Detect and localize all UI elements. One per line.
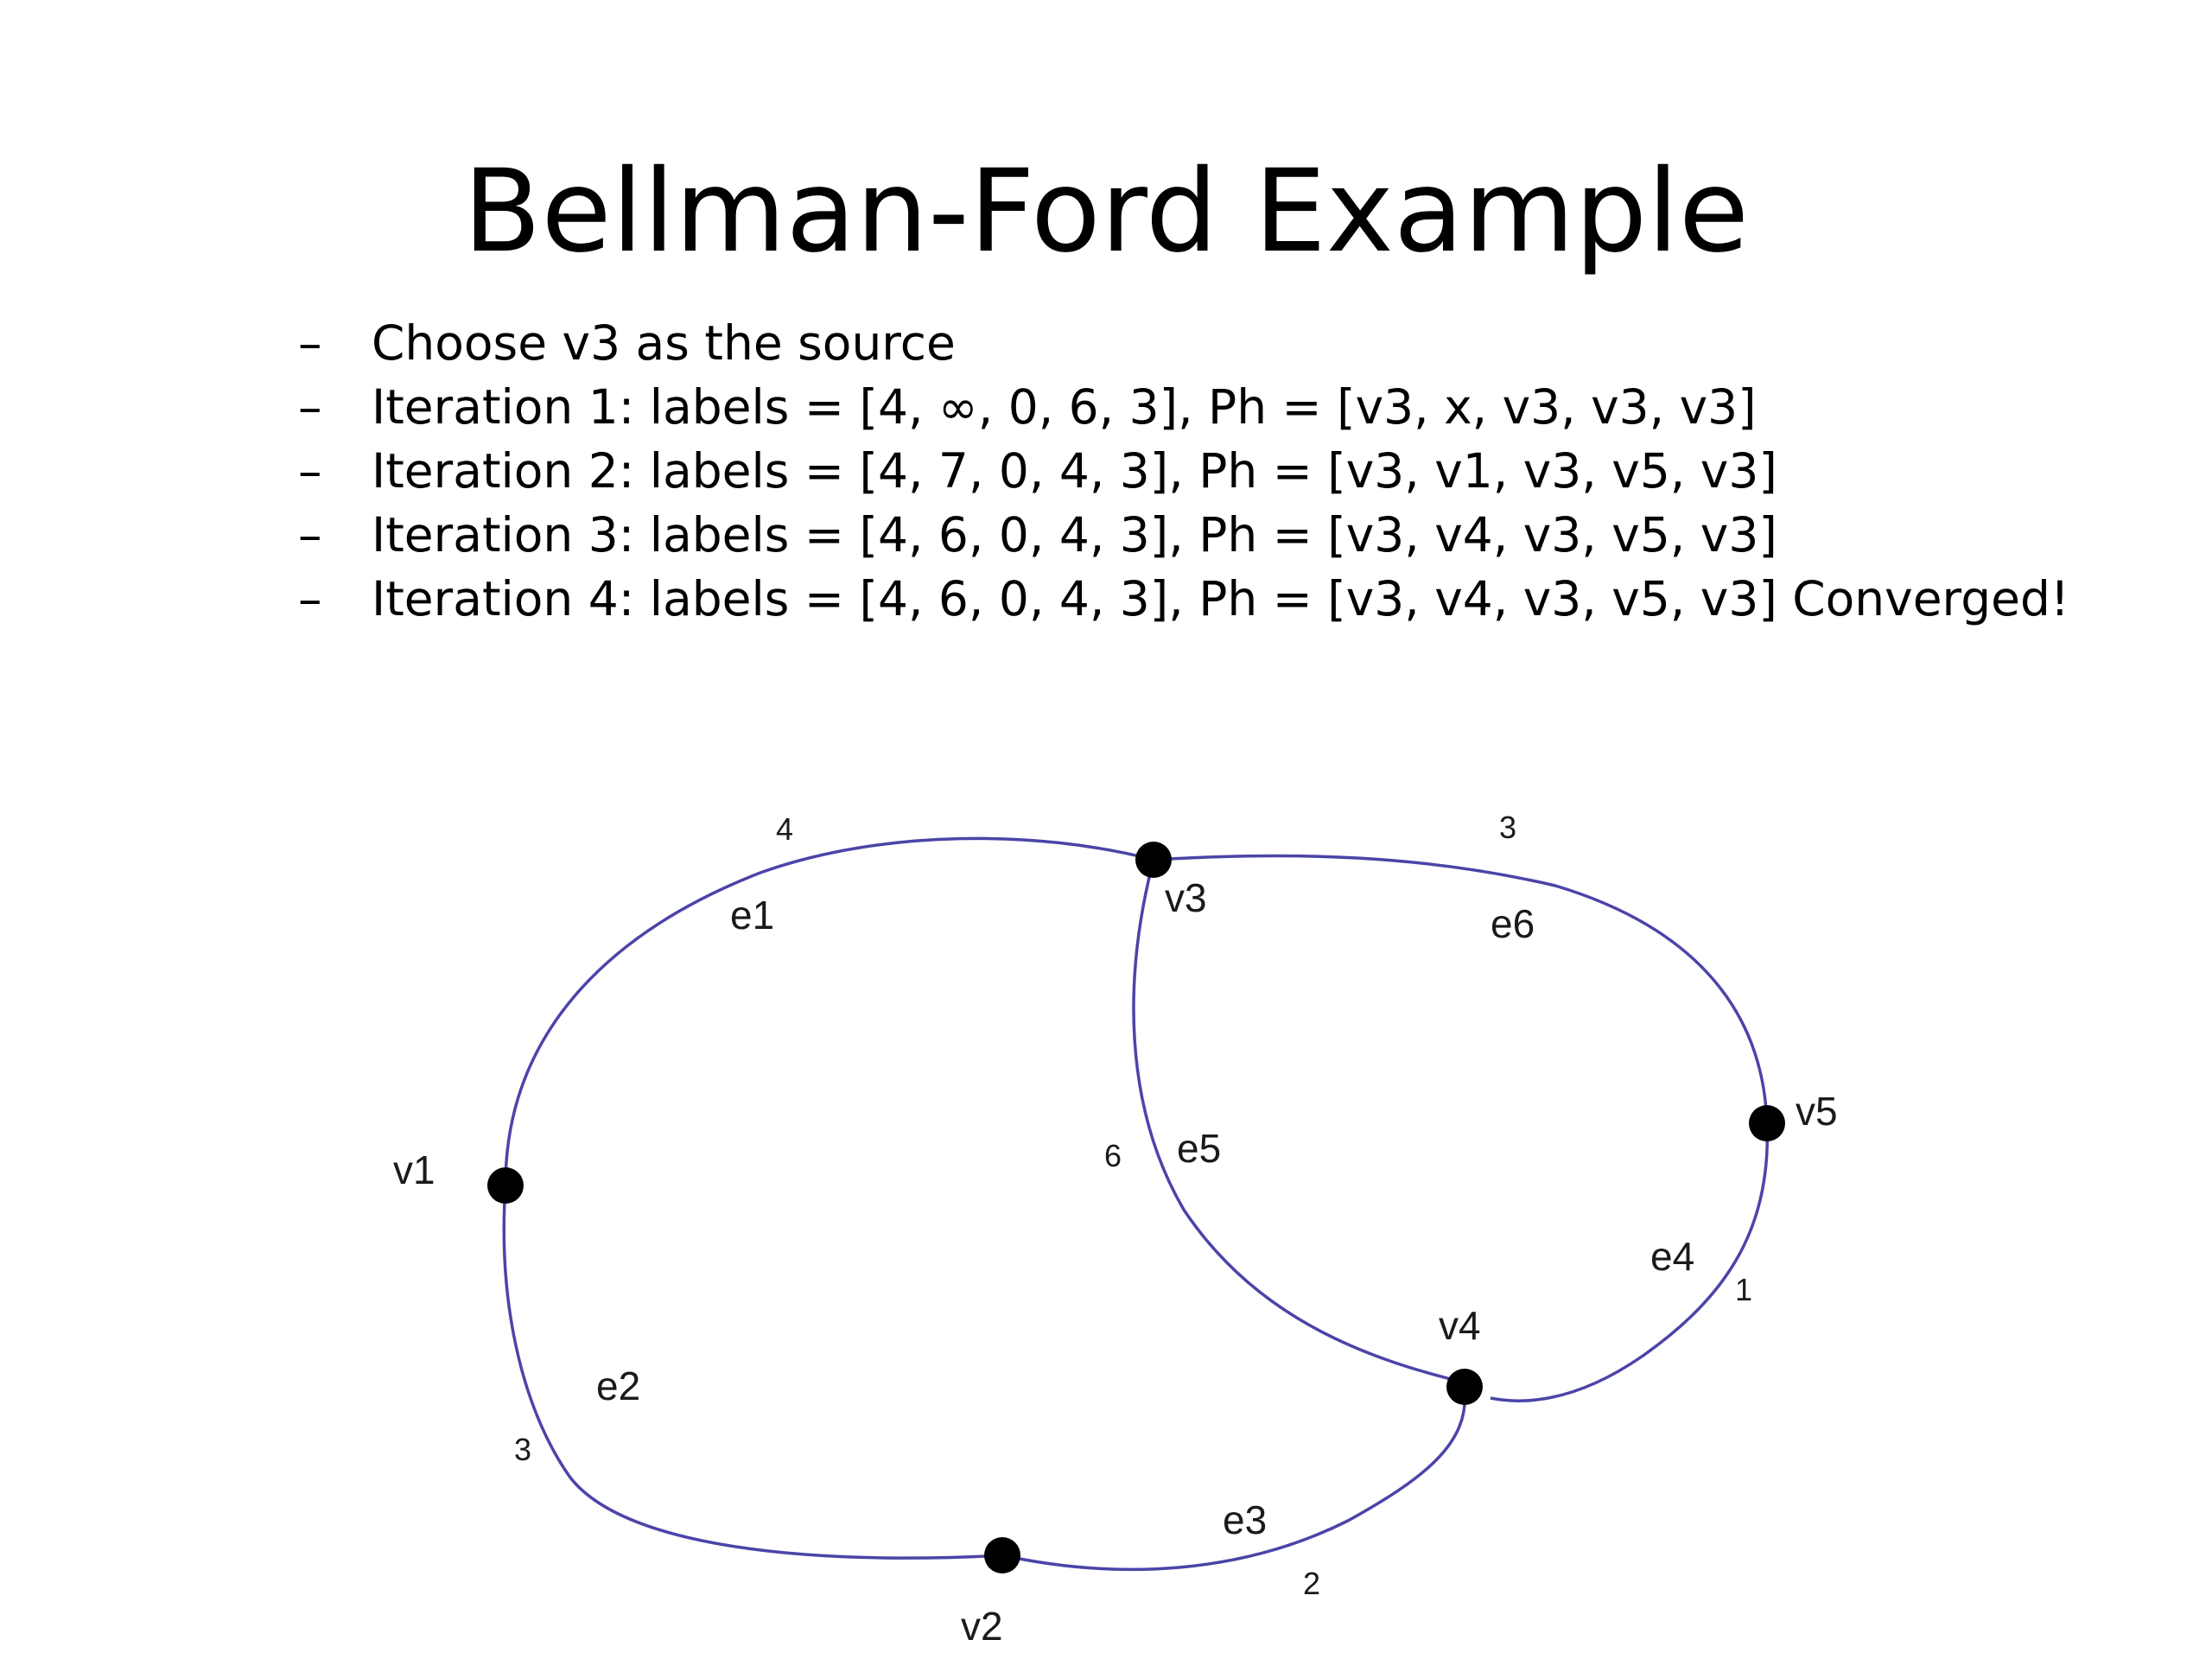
weight-label-e2: 3 — [514, 1432, 531, 1467]
edge-e6 — [1153, 854, 1769, 1124]
node-v5 — [1749, 1105, 1785, 1141]
edge-label-e5: e5 — [1177, 1126, 1221, 1171]
weight-label-e6: 3 — [1499, 810, 1516, 845]
bullet-item: –Iteration 4: labels = [4, 6, 0, 4, 3], … — [298, 567, 2069, 631]
bullet-dash: – — [298, 507, 322, 563]
bullet-item: –Iteration 2: labels = [4, 7, 0, 4, 3], … — [298, 439, 2069, 503]
edge-e1 — [504, 836, 1154, 1186]
edge-label-e1: e1 — [730, 893, 774, 938]
bullet-item: –Choose v3 as the source — [298, 311, 2069, 375]
node-v1 — [487, 1167, 524, 1204]
edge-e4 — [1490, 1122, 1770, 1402]
vertex-label-v2: v2 — [961, 1604, 1003, 1649]
bullet-text: Iteration 1: labels = [4, ∞, 0, 6, 3], P… — [372, 379, 1757, 435]
bullet-text: Iteration 2: labels = [4, 7, 0, 4, 3], P… — [372, 443, 1777, 499]
iteration-list: –Choose v3 as the source –Iteration 1: l… — [298, 311, 2069, 631]
edge-label-e4: e4 — [1650, 1234, 1694, 1279]
edge-e3 — [1001, 1390, 1467, 1572]
node-v2 — [984, 1537, 1020, 1573]
bullet-item: –Iteration 1: labels = [4, ∞, 0, 6, 3], … — [298, 375, 2069, 439]
vertex-label-v4: v4 — [1439, 1303, 1481, 1348]
edge-label-e6: e6 — [1491, 901, 1535, 946]
bullet-dash: – — [298, 379, 322, 435]
edge-label-e3: e3 — [1223, 1497, 1267, 1542]
weight-label-e5: 6 — [1104, 1138, 1122, 1173]
bullet-item: –Iteration 3: labels = [4, 6, 0, 4, 3], … — [298, 503, 2069, 567]
bullet-dash: – — [298, 315, 322, 371]
bullet-text: Choose v3 as the source — [372, 315, 956, 371]
node-v4 — [1446, 1369, 1483, 1405]
weight-label-e3: 2 — [1303, 1566, 1320, 1601]
vertex-label-v3: v3 — [1165, 875, 1207, 920]
node-v3 — [1135, 842, 1172, 878]
edge-e2 — [502, 1185, 1003, 1560]
weight-label-e4: 1 — [1735, 1272, 1752, 1307]
bullet-dash: – — [298, 443, 322, 499]
bullet-text: Iteration 3: labels = [4, 6, 0, 4, 3], P… — [372, 507, 1777, 563]
page-title: Bellman-Ford Example — [462, 145, 1750, 278]
bullet-text: Iteration 4: labels = [4, 6, 0, 4, 3], P… — [372, 571, 2069, 626]
bullet-dash: – — [298, 571, 322, 626]
edge-e5 — [1132, 859, 1465, 1384]
vertex-label-v5: v5 — [1796, 1089, 1838, 1134]
weight-label-e1: 4 — [776, 811, 793, 847]
vertex-label-v1: v1 — [393, 1147, 435, 1192]
edge-label-e2: e2 — [596, 1363, 640, 1408]
